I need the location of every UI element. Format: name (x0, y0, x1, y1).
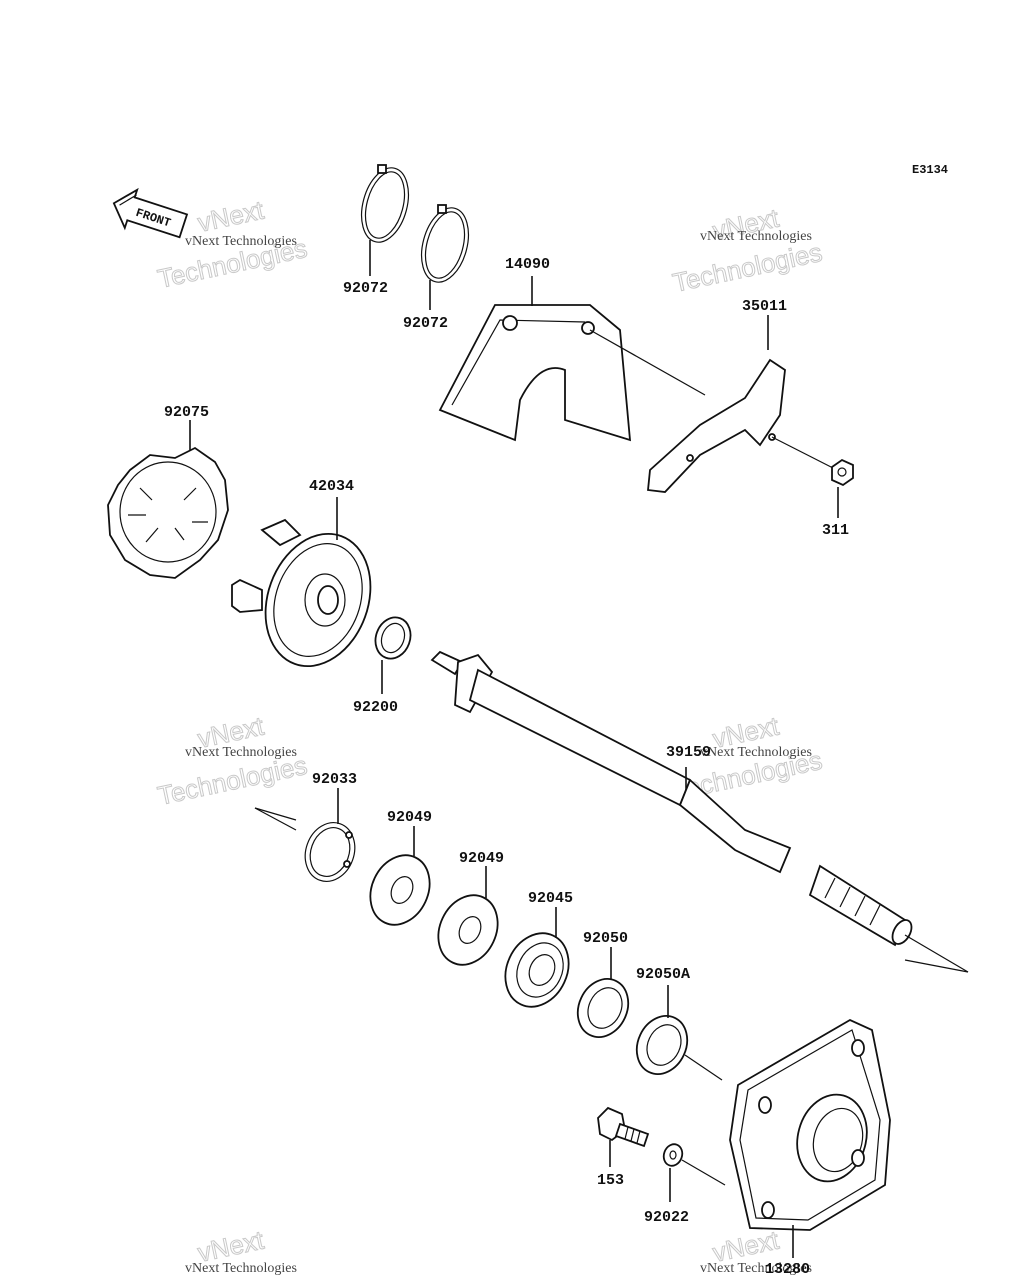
seal-92049-first (369, 826, 431, 926)
bearing-92045 (504, 907, 570, 1008)
label-92022: 92022 (644, 1209, 689, 1226)
label-92049-first: 92049 (387, 809, 432, 826)
seal-92050 (576, 947, 630, 1038)
label-92072-upper: 92072 (343, 280, 388, 297)
label-13280: 13280 (765, 1261, 810, 1278)
housing-13280 (729, 1018, 891, 1258)
svg-text:vNext Technologies: vNext Technologies (185, 1261, 297, 1276)
label-92050: 92050 (583, 930, 628, 947)
label-153: 153 (597, 1172, 624, 1189)
svg-text:vNext: vNext (195, 195, 267, 238)
svg-text:vNext Technologies: vNext Technologies (700, 229, 812, 244)
watermark-top-right: vNext Technologies vNext Technologies (670, 202, 826, 298)
watermark-mid-left: vNext Technologies vNext Technologies (155, 710, 311, 811)
label-42034: 42034 (309, 478, 354, 495)
watermark-bottom-left: vNext vNext Technologies (185, 1224, 297, 1276)
seal-92050A (635, 985, 723, 1081)
clamp-92072-lower (420, 204, 470, 310)
label-92072-lower: 92072 (403, 315, 448, 332)
label-92050A: 92050A (636, 966, 690, 983)
svg-text:vNext Technologies: vNext Technologies (185, 234, 297, 249)
washer-92022 (662, 1143, 726, 1202)
cover-14090 (438, 276, 706, 442)
label-14090: 14090 (505, 256, 550, 273)
damper-92075 (107, 420, 229, 579)
nut-311 (831, 458, 854, 518)
label-92049-second: 92049 (459, 850, 504, 867)
svg-text:vNext Technologies: vNext Technologies (700, 1261, 812, 1276)
svg-text:vNext Technologies: vNext Technologies (700, 745, 812, 760)
label-311: 311 (822, 522, 849, 539)
watermark-mid-right: vNext Technologies vNext Technologies (670, 710, 826, 806)
front-arrow-icon: FRONT (112, 187, 189, 239)
coupling-42034 (231, 497, 372, 668)
svg-text:vNext Technologies: vNext Technologies (185, 745, 297, 760)
bolt-153 (597, 1106, 650, 1167)
washer-92200 (374, 616, 412, 694)
svg-text:Technologies: Technologies (670, 237, 825, 298)
label-92045: 92045 (528, 890, 573, 907)
label-39159: 39159 (666, 744, 711, 761)
seal-92049-second (437, 866, 499, 966)
drive-shaft-39159 (430, 650, 969, 973)
label-92075: 92075 (164, 404, 209, 421)
circlip-92033 (254, 788, 356, 882)
bracket-35011 (647, 315, 834, 493)
diagram-code: E3134 (912, 163, 948, 177)
label-92200: 92200 (353, 699, 398, 716)
label-35011: 35011 (742, 298, 787, 315)
clamp-92072-upper (360, 164, 410, 276)
watermark-top-left: vNext Technologies vNext Technologies (155, 194, 311, 294)
label-92033: 92033 (312, 771, 357, 788)
